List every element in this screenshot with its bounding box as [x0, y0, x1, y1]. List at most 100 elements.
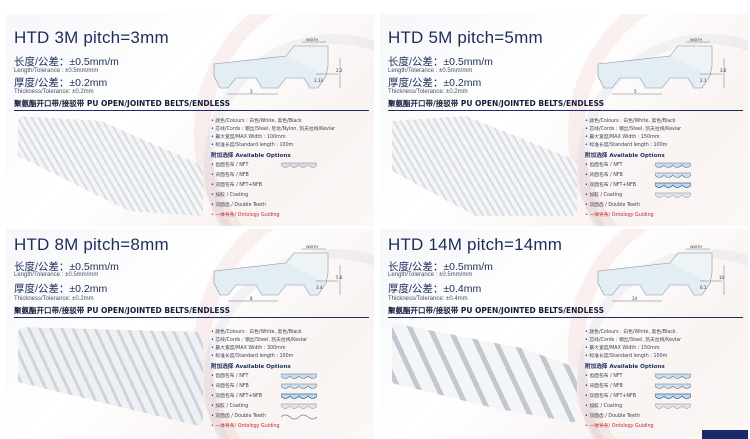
option-nfb: 背面包布 / NFB — [585, 382, 745, 392]
length-tolerance-cn: 长度/公差：±0.5mm/m — [388, 56, 493, 68]
spec-max-width: 最大宽度/MAX Width : 150mm — [585, 345, 745, 353]
spec-cords: 芯线/Cords : 钢丝/Steel, 凯夫拉线/Kevlar — [585, 126, 745, 134]
panel-title: HTD 3M pitch=3mm — [14, 28, 169, 47]
coating-profile-icon — [655, 192, 691, 198]
option-double-teeth: 双面齿 / Double Teeth — [585, 412, 745, 422]
belt-photo — [392, 323, 577, 423]
option-nfb: 背面包布 / NFB — [211, 382, 371, 392]
product-panel-htd-3m: HTD 3M pitch=3mm 长度/公差：±0.5mm/m Length/T… — [6, 14, 374, 226]
svg-text:3.6: 3.6 — [720, 68, 727, 73]
length-tolerance-cn: 长度/公差：±0.5mm/m — [14, 56, 119, 68]
spec-max-width: 最大宽度/MAX Width : 150mm — [585, 134, 745, 142]
thickness-tolerance-en: Thickness/Tolerance: ±0.4mm — [388, 296, 468, 302]
svg-text:2.2: 2.2 — [336, 68, 343, 73]
option-nft: 齿面包布 / NFT — [211, 372, 371, 382]
options-title: 附加选择 Available Options — [211, 364, 291, 370]
nft-nfb-profile-icon — [655, 393, 691, 399]
option-label: 双面包布 / NFT+NFB — [589, 183, 637, 188]
specs-list: 颜色/Colours : 白色/White, 黑色/Black 芯线/Cords… — [211, 329, 371, 432]
specs-list: 颜色/Colours : 白色/White, 黑色/Black 芯线/Cords… — [585, 118, 745, 221]
length-tolerance-en: Length/Tolerance : ±0.5mm/mm — [388, 68, 473, 74]
panel-title: HTD 14M pitch=14mm — [388, 235, 563, 254]
length-tolerance-en: Length/Tolerance : ±0.5mm/mm — [14, 68, 99, 74]
spec-cords: 芯线/Cords : 钢丝/Steel, 尼龙/Nylon, 凯夫拉线/Kevl… — [211, 126, 371, 134]
option-coating: 加胶 / Coating — [585, 402, 745, 412]
options-title: 附加选择 Available Options — [585, 153, 665, 159]
nft-nfb-profile-icon — [281, 393, 317, 399]
svg-text:14: 14 — [632, 296, 638, 301]
nft-profile-icon — [655, 373, 691, 379]
option-label: 加胶 / Coating — [215, 404, 249, 409]
option-ontology-guiding: 一体导条/ Ontology Guiding — [211, 422, 371, 432]
panel-title: HTD 8M pitch=8mm — [14, 235, 169, 254]
option-label: 背面包布 / NFB — [589, 384, 623, 389]
belt-profile-diagram: WIDTH 5 2.1 3.6 — [597, 38, 727, 95]
section-heading: 聚氨酯开口带/接驳带 PU OPEN/JOINTED BELTS/ENDLESS — [14, 98, 369, 111]
option-label: 双面包布 / NFT+NFB — [589, 394, 637, 399]
option-nft-nfb: 双面包布 / NFT+NFB — [211, 392, 371, 402]
thickness-tolerance-en: Thickness/Tolerance: ±0.2mm — [14, 89, 94, 95]
nfb-profile-icon — [655, 172, 691, 178]
length-tolerance-en: Length/Tolerance : ±0.5mm/mm — [14, 272, 99, 278]
svg-text:5: 5 — [634, 89, 637, 94]
svg-text:6.1: 6.1 — [700, 285, 707, 290]
length-tolerance-en: Length/Tolerance : ±0.5mm/mm — [388, 272, 473, 278]
coating-profile-icon — [281, 403, 317, 409]
svg-text:WIDTH: WIDTH — [690, 38, 702, 42]
option-coating: 加胶 / Coating — [585, 191, 745, 201]
option-nft-nfb: 双面包布 / NFT+NFB — [585, 181, 745, 191]
spec-standard-length: 标准长度/Standard length : 100m — [211, 142, 371, 150]
options-title: 附加选择 Available Options — [585, 364, 665, 370]
svg-text:10: 10 — [719, 275, 725, 280]
option-nft: 齿面包布 / NFT — [585, 372, 745, 382]
option-coating: 加胶 / Coating — [211, 191, 371, 201]
options-title: 附加选择 Available Options — [211, 153, 291, 159]
footer-badge — [702, 430, 748, 439]
option-label: 双面齿 / Double Teeth — [215, 414, 266, 419]
spec-colours: 颜色/Colours : 白色/White, 黑色/Black — [211, 329, 371, 337]
option-label: 加胶 / Coating — [589, 193, 623, 198]
spec-max-width: 最大宽度/MAX Width : 300mm — [211, 345, 371, 353]
option-label: 加胶 / Coating — [589, 404, 623, 409]
spec-standard-length: 标准长度/Standard length : 100m — [211, 353, 371, 361]
option-nfb: 背面包布 / NFB — [211, 171, 371, 181]
nft-profile-icon — [281, 162, 317, 168]
product-panel-htd-5m: HTD 5M pitch=5mm 长度/公差：±0.5mm/m Length/T… — [380, 14, 748, 226]
coating-profile-icon — [655, 403, 691, 409]
belt-profile-diagram: WIDTH 3 1.13 2.2 — [213, 38, 343, 95]
svg-text:3.4: 3.4 — [316, 285, 323, 290]
thickness-tolerance-cn: 厚度/公差：±0.2mm — [14, 283, 108, 295]
option-label: 齿面包布 / NFT — [589, 163, 623, 168]
thickness-tolerance-en: Thickness/Tolerance: ±0.2mm — [14, 296, 94, 302]
length-tolerance-cn: 长度/公差：±0.5mm/m — [14, 261, 119, 273]
svg-text:8: 8 — [250, 296, 253, 301]
belt-profile-diagram: WIDTH 8 3.4 5.6 — [213, 245, 343, 302]
thickness-tolerance-cn: 厚度/公差：±0.2mm — [14, 77, 108, 89]
spec-colours: 颜色/Colours : 白色/White, 黑色/Black — [585, 118, 745, 126]
option-nft-nfb: 双面包布 / NFT+NFB — [585, 392, 745, 402]
svg-text:5.6: 5.6 — [336, 275, 343, 280]
thickness-tolerance-cn: 厚度/公差：±0.2mm — [388, 77, 482, 89]
option-nft: 齿面包布 / NFT — [585, 161, 745, 171]
spec-max-width: 最大宽度/MAX Width : 100mm — [211, 134, 371, 142]
svg-text:WIDTH: WIDTH — [306, 245, 318, 249]
spec-cords: 芯线/Cords : 钢丝/Steel, 凯夫拉线/Kevlar — [211, 337, 371, 345]
option-coating: 加胶 / Coating — [211, 402, 371, 412]
specs-list: 颜色/Colours : 白色/White, 黑色/Black 芯线/Cords… — [585, 329, 745, 432]
svg-text:WIDTH: WIDTH — [690, 245, 702, 249]
length-tolerance-cn: 长度/公差：±0.5mm/m — [388, 261, 493, 273]
option-label: 背面包布 / NFB — [589, 173, 623, 178]
section-heading: 聚氨酯开口带/接驳带 PU OPEN/JOINTED BELTS/ENDLESS — [388, 305, 743, 318]
option-ontology-guiding: 一体导条/ Ontology Guiding — [211, 211, 371, 221]
section-heading: 聚氨酯开口带/接驳带 PU OPEN/JOINTED BELTS/ENDLESS — [14, 305, 369, 318]
spec-cords: 芯线/Cords : 钢丝/Steel, 凯夫拉线/Kevlar — [585, 337, 745, 345]
spec-standard-length: 标准长度/Standard length : 100m — [585, 142, 745, 150]
nft-profile-icon — [281, 373, 317, 379]
nft-nfb-profile-icon — [655, 182, 691, 188]
option-label: 背面包布 / NFB — [215, 384, 249, 389]
product-panel-htd-8m: HTD 8M pitch=8mm 长度/公差：±0.5mm/m Length/T… — [6, 229, 374, 439]
svg-text:3: 3 — [250, 89, 253, 94]
option-ontology-guiding: 一体导条/ Ontology Guiding — [585, 211, 745, 221]
panel-title: HTD 5M pitch=5mm — [388, 28, 543, 47]
option-ontology-guiding: 一体导条/ Ontology Guiding — [585, 422, 745, 432]
